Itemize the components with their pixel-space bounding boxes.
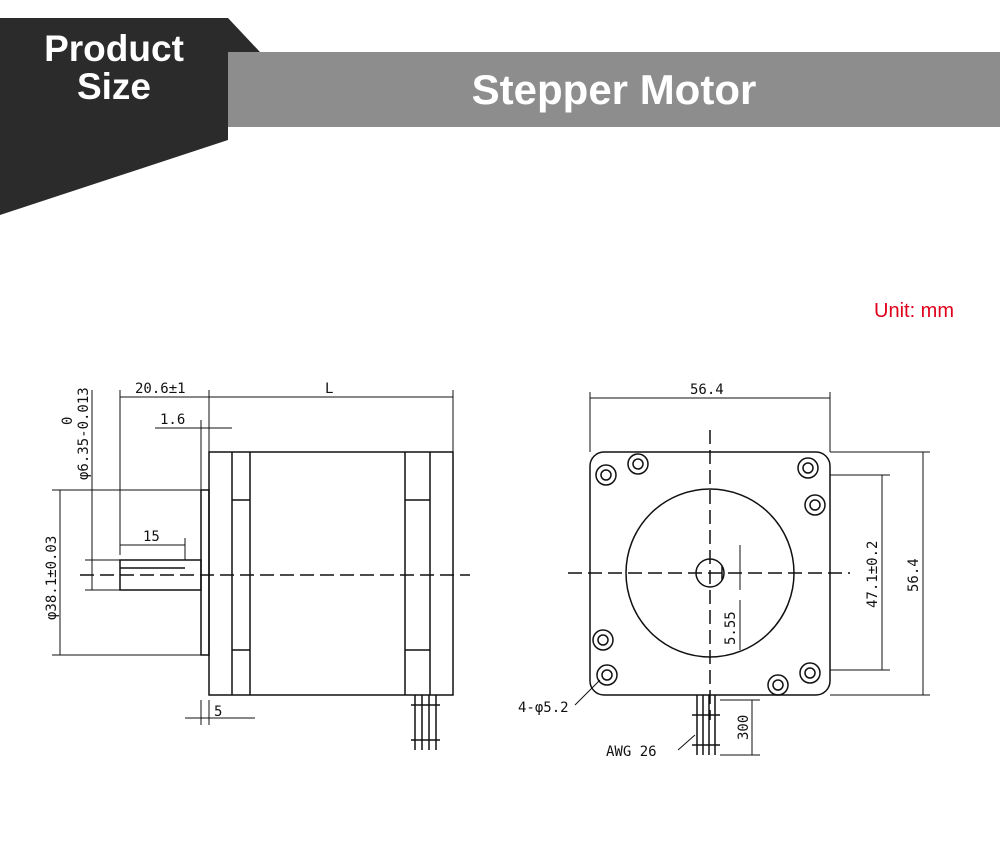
boss-outline bbox=[200, 489, 210, 656]
mounting-holes bbox=[592, 453, 826, 696]
motor-body-outline bbox=[208, 451, 454, 696]
label-wire-gauge: AWG 26 bbox=[606, 744, 657, 760]
label-flange-thickness: 5 bbox=[214, 704, 222, 720]
motor-dimension-drawing: 20.6±1 L 1.6 15 0 φ6.35-0.013 φ38.1±0.03… bbox=[44, 381, 930, 760]
banner-title: Stepper Motor bbox=[228, 52, 1000, 127]
label-hole-callout: 4-φ5.2 bbox=[518, 700, 569, 716]
label-wire-length: 300 bbox=[736, 715, 752, 740]
header-shadow-shape bbox=[0, 18, 260, 215]
label-hole-spacing: 47.1±0.2 bbox=[865, 541, 881, 608]
front-view bbox=[568, 392, 930, 756]
header: Product Size Stepper Motor bbox=[0, 0, 1000, 230]
label-shaft-tol: 0 bbox=[60, 417, 76, 425]
side-view bbox=[52, 390, 470, 750]
label-flange-step: 1.6 bbox=[160, 412, 185, 428]
label-shaft-dia: φ6.35-0.013 bbox=[76, 387, 92, 480]
label-flat-depth: 5.55 bbox=[723, 611, 739, 645]
label-height: 56.4 bbox=[906, 558, 922, 592]
product-size-badge: Product Size bbox=[0, 18, 228, 118]
label-flat-length: 15 bbox=[143, 529, 160, 545]
label-width: 56.4 bbox=[690, 382, 724, 398]
label-boss-dia: φ38.1±0.03 bbox=[44, 536, 60, 620]
label-boss-length: 20.6±1 bbox=[135, 381, 186, 397]
label-body-length: L bbox=[325, 381, 333, 397]
unit-label: Unit: mm bbox=[874, 300, 954, 322]
